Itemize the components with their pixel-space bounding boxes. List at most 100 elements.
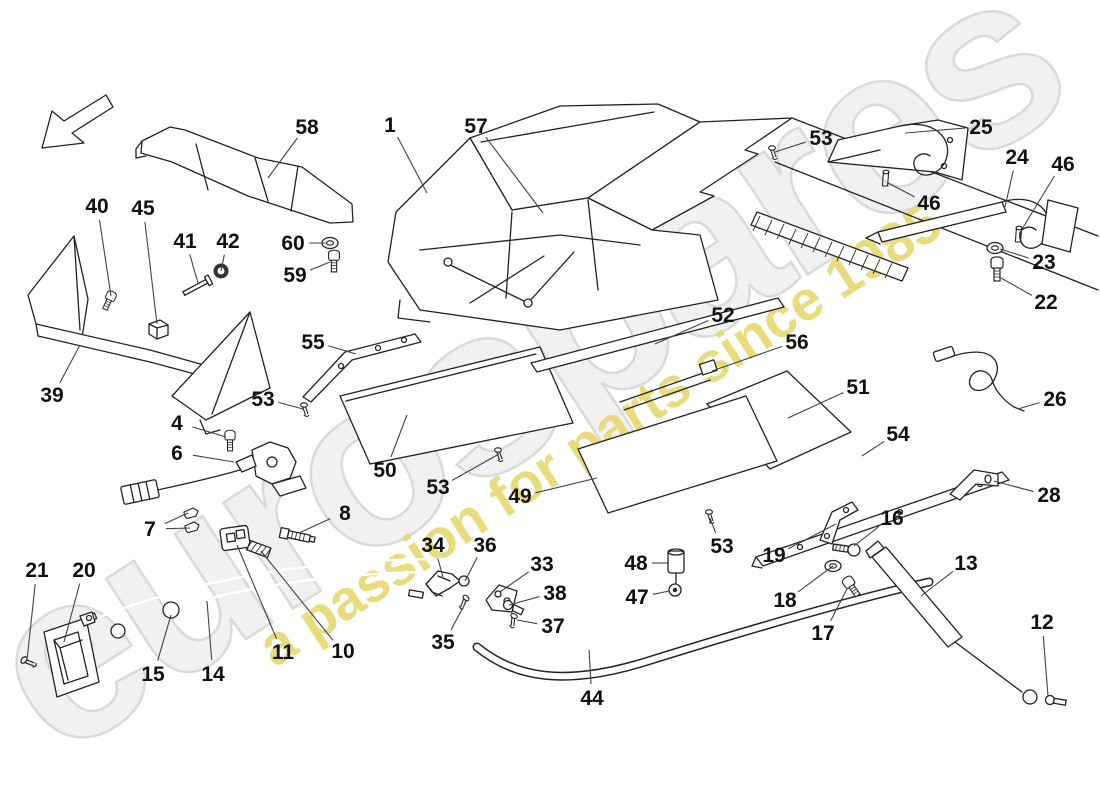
callout-12[interactable]: 12 bbox=[1030, 611, 1054, 697]
callout-label-57[interactable]: 57 bbox=[464, 115, 487, 138]
callout-label-1[interactable]: 1 bbox=[384, 114, 396, 137]
callout-4[interactable]: 4 bbox=[171, 412, 227, 438]
callout-26[interactable]: 26 bbox=[1017, 388, 1067, 411]
callout-label-8[interactable]: 8 bbox=[339, 502, 351, 525]
callout-60[interactable]: 60 bbox=[281, 232, 326, 255]
callout-15[interactable]: 15 bbox=[141, 614, 172, 686]
callout-label-35[interactable]: 35 bbox=[431, 631, 455, 654]
callout-label-60[interactable]: 60 bbox=[281, 232, 304, 255]
callout-label-38[interactable]: 38 bbox=[543, 582, 567, 605]
callout-label-4[interactable]: 4 bbox=[171, 412, 183, 435]
callout-label-34[interactable]: 34 bbox=[421, 534, 445, 557]
callout-label-53[interactable]: 53 bbox=[809, 127, 832, 150]
callout-42[interactable]: 42 bbox=[216, 230, 240, 272]
callout-48[interactable]: 48 bbox=[624, 552, 668, 575]
callout-label-11[interactable]: 11 bbox=[272, 641, 295, 664]
callout-50[interactable]: 50 bbox=[373, 414, 408, 482]
callout-22[interactable]: 22 bbox=[1000, 277, 1058, 314]
callout-46[interactable]: 46 bbox=[1018, 153, 1075, 235]
callout-41[interactable]: 41 bbox=[173, 230, 199, 284]
callout-37[interactable]: 37 bbox=[516, 615, 565, 638]
callout-label-46[interactable]: 46 bbox=[917, 192, 940, 215]
callout-label-12[interactable]: 12 bbox=[1030, 611, 1053, 634]
callout-13[interactable]: 13 bbox=[920, 552, 978, 597]
callout-59[interactable]: 59 bbox=[283, 261, 331, 287]
callout-label-10[interactable]: 10 bbox=[331, 640, 354, 663]
callout-label-7[interactable]: 7 bbox=[144, 518, 156, 541]
callout-label-14[interactable]: 14 bbox=[201, 663, 225, 686]
callout-35[interactable]: 35 bbox=[431, 601, 467, 654]
callout-55[interactable]: 55 bbox=[301, 331, 357, 355]
callout-34[interactable]: 34 bbox=[421, 534, 445, 578]
callout-16[interactable]: 16 bbox=[853, 507, 904, 547]
callout-45[interactable]: 45 bbox=[131, 197, 158, 325]
callout-label-13[interactable]: 13 bbox=[954, 552, 977, 575]
callout-18[interactable]: 18 bbox=[773, 565, 834, 612]
callout-label-15[interactable]: 15 bbox=[141, 663, 165, 686]
callout-label-19[interactable]: 19 bbox=[762, 544, 785, 567]
callout-label-22[interactable]: 22 bbox=[1034, 291, 1057, 314]
callout-46[interactable]: 46 bbox=[887, 182, 941, 215]
callout-20[interactable]: 20 bbox=[63, 559, 96, 643]
callout-58[interactable]: 58 bbox=[267, 116, 319, 179]
callout-24[interactable]: 24 bbox=[1004, 146, 1029, 208]
callout-51[interactable]: 51 bbox=[787, 376, 870, 419]
callout-label-49[interactable]: 49 bbox=[508, 485, 531, 508]
callout-21[interactable]: 21 bbox=[25, 559, 49, 661]
callout-10[interactable]: 10 bbox=[260, 550, 355, 663]
callout-label-48[interactable]: 48 bbox=[624, 552, 648, 575]
callout-label-53[interactable]: 53 bbox=[426, 476, 449, 499]
callout-label-55[interactable]: 55 bbox=[301, 331, 325, 354]
callout-14[interactable]: 14 bbox=[201, 600, 225, 686]
callout-label-52[interactable]: 52 bbox=[711, 304, 734, 327]
callout-36[interactable]: 36 bbox=[464, 534, 497, 582]
callout-label-47[interactable]: 47 bbox=[625, 586, 648, 609]
callout-label-44[interactable]: 44 bbox=[580, 687, 604, 710]
callout-label-56[interactable]: 56 bbox=[785, 331, 808, 354]
callout-label-42[interactable]: 42 bbox=[216, 230, 239, 253]
callout-label-26[interactable]: 26 bbox=[1043, 388, 1066, 411]
callout-label-50[interactable]: 50 bbox=[373, 459, 396, 482]
callout-label-51[interactable]: 51 bbox=[846, 376, 870, 399]
callout-49[interactable]: 49 bbox=[508, 477, 598, 508]
callout-label-23[interactable]: 23 bbox=[1032, 251, 1055, 274]
callout-1[interactable]: 1 bbox=[384, 114, 428, 194]
callout-label-25[interactable]: 25 bbox=[969, 116, 993, 139]
callout-23[interactable]: 23 bbox=[999, 248, 1056, 274]
callout-label-39[interactable]: 39 bbox=[40, 384, 63, 407]
callout-19[interactable]: 19 bbox=[762, 523, 837, 567]
callout-17[interactable]: 17 bbox=[811, 588, 848, 645]
callout-52[interactable]: 52 bbox=[654, 304, 735, 345]
callout-28[interactable]: 28 bbox=[993, 480, 1061, 507]
callout-25[interactable]: 25 bbox=[904, 116, 993, 139]
callout-11[interactable]: 11 bbox=[236, 544, 295, 664]
callout-label-21[interactable]: 21 bbox=[25, 559, 49, 582]
callout-label-54[interactable]: 54 bbox=[886, 423, 910, 446]
callout-label-6[interactable]: 6 bbox=[171, 442, 183, 465]
callout-label-28[interactable]: 28 bbox=[1037, 484, 1061, 507]
callout-label-37[interactable]: 37 bbox=[541, 615, 564, 638]
callout-label-46[interactable]: 46 bbox=[1051, 153, 1074, 176]
callout-54[interactable]: 54 bbox=[861, 423, 910, 457]
callout-label-40[interactable]: 40 bbox=[85, 195, 108, 218]
callout-label-17[interactable]: 17 bbox=[811, 622, 834, 645]
callout-6[interactable]: 6 bbox=[171, 442, 235, 465]
callout-label-24[interactable]: 24 bbox=[1005, 146, 1029, 169]
callout-56[interactable]: 56 bbox=[711, 331, 809, 372]
callout-8[interactable]: 8 bbox=[298, 502, 351, 534]
callout-53[interactable]: 53 bbox=[709, 517, 734, 558]
callout-57[interactable]: 57 bbox=[464, 115, 544, 214]
callout-label-16[interactable]: 16 bbox=[880, 507, 903, 530]
callout-label-53[interactable]: 53 bbox=[251, 388, 274, 411]
callout-label-59[interactable]: 59 bbox=[283, 264, 306, 287]
callout-39[interactable]: 39 bbox=[40, 344, 81, 407]
callout-label-45[interactable]: 45 bbox=[131, 197, 155, 220]
callout-53[interactable]: 53 bbox=[774, 127, 833, 153]
callout-label-33[interactable]: 33 bbox=[530, 553, 553, 576]
callout-38[interactable]: 38 bbox=[508, 582, 567, 606]
callout-47[interactable]: 47 bbox=[625, 586, 670, 609]
callout-53[interactable]: 53 bbox=[251, 388, 304, 411]
callout-40[interactable]: 40 bbox=[85, 195, 112, 297]
callout-label-18[interactable]: 18 bbox=[773, 589, 797, 612]
callout-label-58[interactable]: 58 bbox=[295, 116, 319, 139]
